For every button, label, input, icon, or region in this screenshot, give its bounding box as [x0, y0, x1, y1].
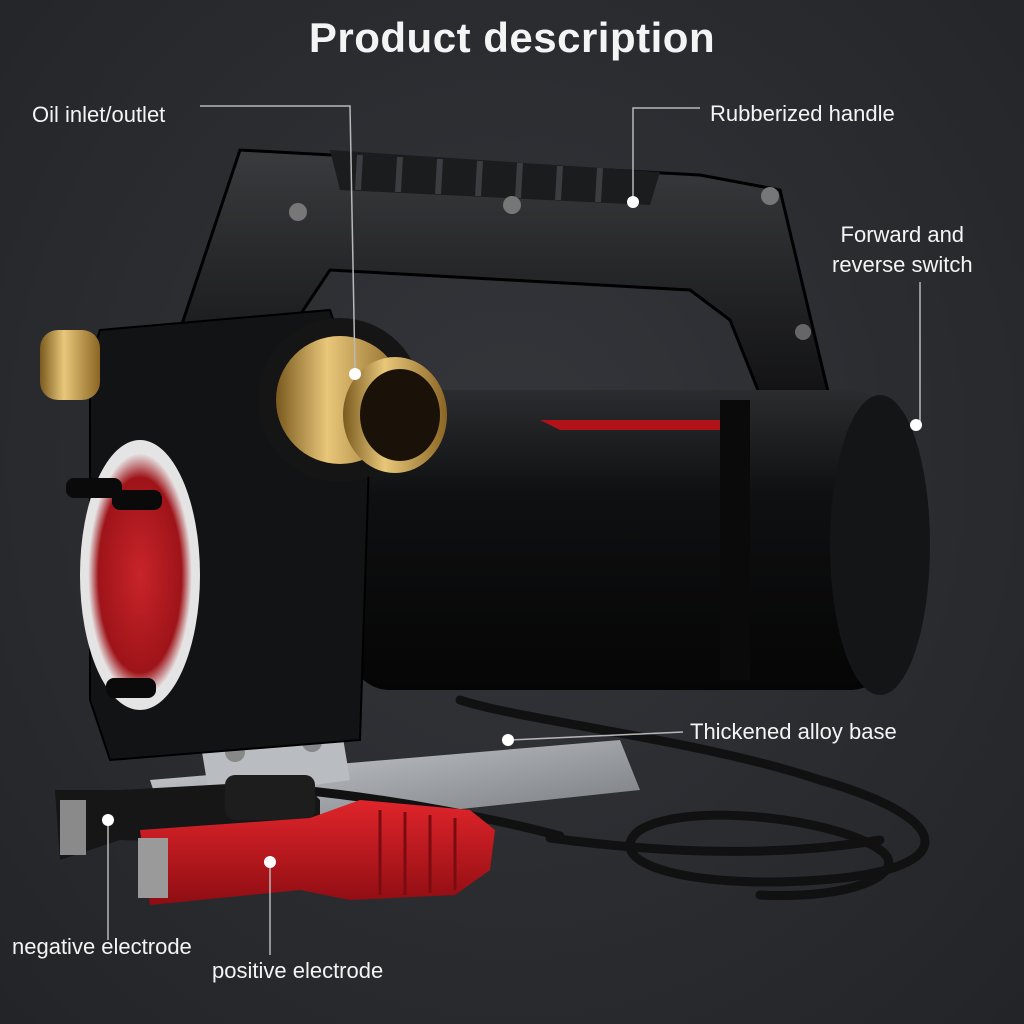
label-switch-line2: reverse switch — [832, 252, 973, 277]
label-negative-electrode: negative electrode — [12, 934, 192, 959]
label-oil-inlet-outlet: Oil inlet/outlet — [32, 102, 166, 127]
leader-dots — [102, 196, 922, 868]
label-switch-line1: Forward and — [840, 222, 965, 247]
label-forward-reverse-switch: Forward and reverse switch — [832, 220, 973, 280]
page-title: Product description — [308, 14, 716, 61]
positive-clamp — [138, 800, 495, 905]
label-positive-electrode: positive electrode — [212, 958, 384, 983]
motor-body — [350, 390, 930, 695]
brass-oil-port — [258, 318, 447, 482]
label-alloy-base: Thickened alloy base — [690, 719, 897, 744]
label-rubberized-handle: Rubberized handle — [710, 101, 895, 126]
leader-lines — [107, 105, 921, 955]
side-brass-port — [40, 330, 100, 400]
